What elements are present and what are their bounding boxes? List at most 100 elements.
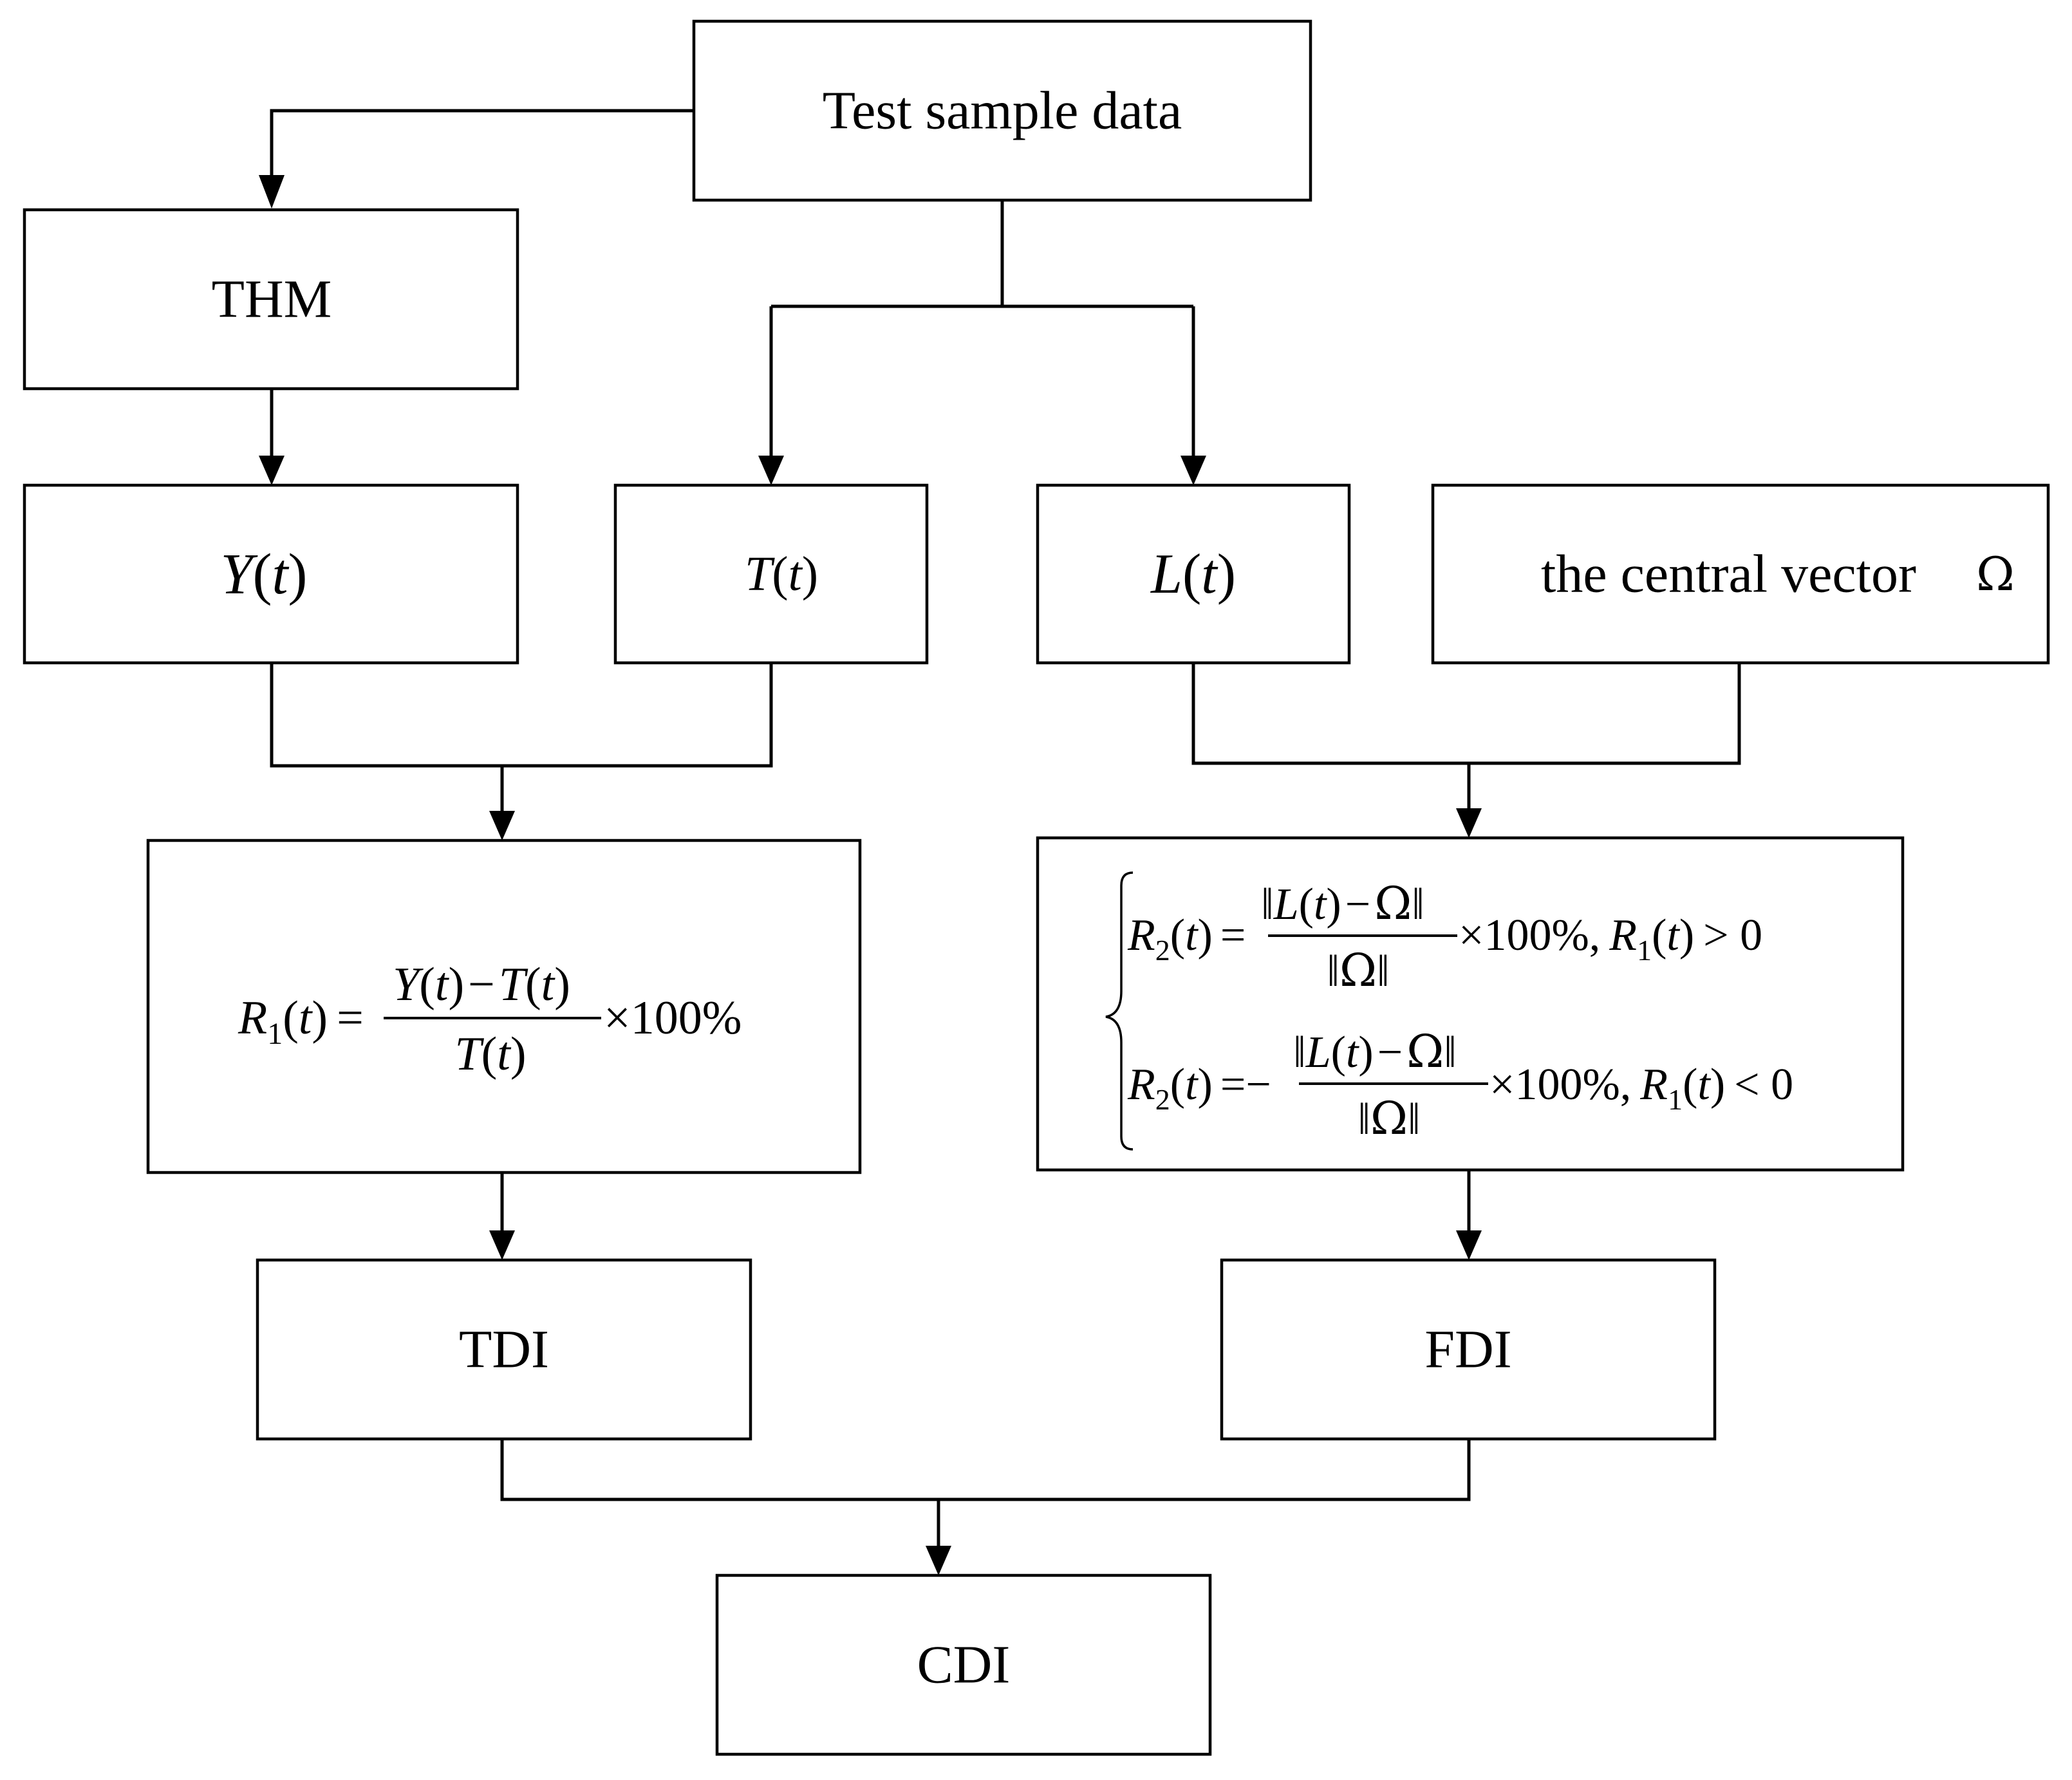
- r1-R: R: [238, 992, 267, 1044]
- r2b-neg: −: [1246, 1060, 1271, 1109]
- connectors: [259, 109, 1741, 1575]
- r2b-cond-R: R: [1639, 1060, 1668, 1109]
- Lt-L: L: [1150, 543, 1182, 606]
- r1-rp: ): [312, 992, 328, 1044]
- connector-Lt-omega-merge: [1191, 663, 1741, 765]
- node-r1-formula: R1(t)= Y(t)−T(t) T(t) ×100%: [146, 839, 862, 1174]
- test-sample-data-label: Test sample data: [823, 81, 1182, 141]
- Yt-t: t: [272, 542, 290, 606]
- r2a-num-minus: −: [1345, 880, 1370, 929]
- r2a-tail: ×100%,R1(t)> 0: [1459, 911, 1762, 967]
- r1-lhs: R1(t)=: [238, 992, 364, 1051]
- node-cdi: CDI: [715, 1573, 1212, 1756]
- Lt-label: L(t): [1150, 543, 1236, 606]
- connector-Yt-Tt-merge: [270, 663, 773, 768]
- arrowhead-Tt: [758, 456, 784, 485]
- Tt-rparen: ): [802, 547, 818, 601]
- node-Yt: Y(t): [23, 483, 519, 665]
- r2b-denominator: ‖Ω‖: [1358, 1092, 1420, 1145]
- r2a-times100: ×100%: [1459, 911, 1589, 960]
- r2a-num-rp: ): [1326, 880, 1341, 929]
- r2a-num-lp: (: [1299, 880, 1314, 929]
- r2b-rp: ): [1198, 1060, 1213, 1109]
- fdi-label: FDI: [1424, 1320, 1511, 1380]
- r1-t: t: [299, 992, 313, 1044]
- connector-tdi-fdi-merge: [500, 1439, 1471, 1501]
- r1-den-lp: (: [481, 1028, 498, 1080]
- r2b-sub: 2: [1155, 1083, 1170, 1116]
- Tt-T: T: [745, 547, 775, 601]
- Yt-lparen: (: [253, 542, 272, 606]
- r1-numerator: Y(t)−T(t): [393, 958, 570, 1011]
- r2a-cond-sub: 1: [1637, 934, 1652, 967]
- cdi-label: CDI: [917, 1635, 1011, 1695]
- r1-denominator: T(t): [454, 1028, 526, 1080]
- r2b-num-rp: ): [1358, 1028, 1373, 1077]
- r2a-den-norm-l: ‖: [1327, 947, 1339, 996]
- arrowhead-tdi: [489, 1230, 515, 1260]
- thm-label: THM: [212, 270, 332, 329]
- r2-left-brace: [1105, 871, 1134, 1151]
- r2b-cond-lp: (: [1683, 1060, 1697, 1109]
- r2a-cond-t: t: [1666, 911, 1680, 960]
- r1-num-rp1: ): [448, 958, 464, 1011]
- r2b-num-norm-r: ‖: [1444, 1028, 1457, 1077]
- node-fdi: FDI: [1220, 1258, 1717, 1441]
- node-r2-formula: R2(t)= ‖L(t)−Ω‖ ‖Ω‖ ×100%,R1(t)> 0 R2(t)…: [1036, 836, 1905, 1172]
- Tt-label: T(t): [745, 547, 818, 601]
- r1-num-t1: t: [435, 958, 450, 1011]
- Yt-rparen: ): [288, 542, 308, 606]
- arrowhead-r2: [1456, 808, 1482, 838]
- r1-formula: R1(t)= Y(t)−T(t) T(t) ×100%: [238, 958, 742, 1080]
- r2a-numerator: ‖L(t)−Ω‖: [1261, 877, 1424, 930]
- arrowhead-Yt: [259, 456, 285, 485]
- node-tdi: TDI: [256, 1258, 752, 1441]
- r2a-cond-gt0: > 0: [1703, 911, 1762, 960]
- r2a-t: t: [1185, 911, 1199, 960]
- r2b-num-t: t: [1346, 1028, 1359, 1077]
- r1-num-lp1: (: [419, 958, 435, 1011]
- r2a-sub: 2: [1155, 934, 1170, 967]
- r1-times100: ×100%: [604, 992, 742, 1044]
- r2b-eq: =: [1220, 1060, 1246, 1109]
- r1-num-t2: t: [541, 958, 556, 1011]
- connector-test-to-thm: [270, 109, 694, 175]
- r2b-cond-lt0: < 0: [1734, 1060, 1793, 1109]
- Yt-label: Y(t): [220, 542, 307, 606]
- r2-row-positive: R2(t)= ‖L(t)−Ω‖ ‖Ω‖ ×100%,R1(t)> 0: [1127, 877, 1762, 997]
- Tt-t: t: [789, 547, 803, 601]
- r2a-comma: ,: [1589, 911, 1601, 960]
- r2b-den-omega: Ω: [1370, 1092, 1408, 1145]
- r2b-tail: ×100%,R1(t)< 0: [1489, 1060, 1793, 1116]
- r2b-den-norm-l: ‖: [1358, 1095, 1370, 1144]
- central-vector-label: the central vector: [1541, 544, 1916, 604]
- arrowhead-fdi: [1456, 1230, 1482, 1260]
- Lt-t: t: [1201, 543, 1218, 606]
- r2a-denominator: ‖Ω‖: [1327, 944, 1389, 997]
- arrowhead-cdi: [926, 1546, 951, 1575]
- node-thm: THM: [23, 208, 519, 391]
- r2b-num-L: L: [1305, 1028, 1331, 1077]
- Lt-rparen: ): [1217, 543, 1236, 606]
- r1-num-minus: −: [468, 958, 495, 1011]
- r2b-num-norm-l: ‖: [1293, 1028, 1306, 1077]
- r1-lp: (: [283, 992, 299, 1044]
- r2a-cond-rp: ): [1679, 911, 1694, 960]
- r2b-num-omega: Ω: [1406, 1025, 1444, 1078]
- r2a-eq: =: [1220, 911, 1246, 960]
- arrowhead-thm: [259, 175, 285, 209]
- r2a-den-omega: Ω: [1339, 944, 1377, 997]
- r2b-den-norm-r: ‖: [1408, 1095, 1421, 1144]
- arrowhead-Lt: [1181, 456, 1206, 485]
- r1-num-lp2: (: [525, 958, 541, 1011]
- node-Tt: T(t): [613, 483, 929, 665]
- r2b-R: R: [1127, 1060, 1155, 1109]
- tdi-label: TDI: [459, 1320, 549, 1380]
- r1-num-Y: Y: [393, 958, 424, 1011]
- node-central-vector: the central vector Ω: [1431, 483, 2050, 665]
- r1-den-t: t: [497, 1028, 512, 1080]
- r2a-rp: ): [1198, 911, 1213, 960]
- r2a-num-t: t: [1314, 880, 1327, 929]
- r2b-cond-rp: ): [1710, 1060, 1725, 1109]
- r2a-cond-R: R: [1609, 911, 1637, 960]
